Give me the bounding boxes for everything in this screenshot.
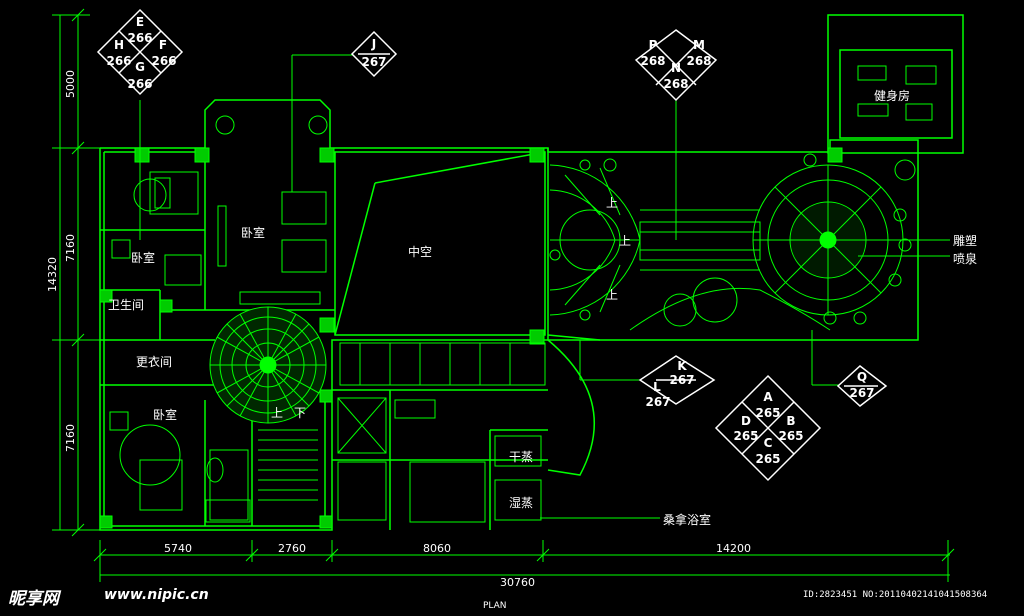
tag-abcd-b: B (786, 414, 796, 428)
label-stair-up-4: 上 (271, 406, 284, 420)
label-bedroom-center: 卧室 (241, 226, 266, 240)
label-gym: 健身房 (874, 89, 911, 103)
tag-kl-l-num: 267 (645, 395, 671, 409)
dim-seg2: 2760 (278, 542, 306, 555)
dim-seg3: 8060 (423, 542, 451, 555)
tag-q-letter: Q (856, 370, 868, 384)
label-stair-up-2: 上 (619, 234, 632, 248)
tag-mnp-m-num: 268 (686, 54, 712, 68)
tag-mnp-m: M (693, 38, 705, 52)
dim-top-left-vertical: 5000 (64, 70, 77, 98)
dim-bottom-vertical: 7160 (64, 424, 77, 452)
tag-abcd-a: A (763, 390, 773, 404)
tag-abcd-b-num: 265 (778, 429, 804, 443)
label-stair-down: 下 (294, 406, 307, 420)
rosette-atrium (209, 306, 327, 424)
label-sculpture: 雕塑 (953, 234, 978, 248)
dim-seg1: 5740 (164, 542, 192, 555)
tag-abcd-d-num: 265 (733, 429, 759, 443)
label-dry-steam: 干蒸 (509, 450, 534, 464)
label-bedroom-bottom: 卧室 (153, 408, 178, 422)
tag-abcd-d: D (741, 414, 751, 428)
watermark-id-line: ID:2823451 NO:20110402141041508364 (803, 590, 988, 600)
tag-kl-k: K (677, 359, 687, 373)
dim-mid-vertical: 7160 (64, 234, 77, 262)
building-walls (99, 14, 964, 531)
tag-mnp-n: N (670, 61, 682, 75)
furniture (109, 65, 937, 523)
label-bathroom: 卫生间 (108, 298, 145, 312)
label-stair-up-1: 上 (606, 196, 619, 210)
dim-total: 30760 (500, 576, 535, 589)
tag-leaders (139, 54, 950, 519)
elevation-symbols (96, 8, 888, 482)
tag-kl-l: L (653, 380, 661, 394)
tag-abcd-c: C (763, 436, 773, 450)
tag-efgh-g: G (135, 60, 145, 74)
label-void: 中空 (408, 245, 433, 259)
label-fountain: 喷泉 (953, 252, 978, 266)
tag-efgh-e-num: 266 (127, 31, 153, 45)
plan-caption: PLAN (483, 601, 507, 611)
tag-mnp-n-num: 268 (663, 77, 689, 91)
dim-total-vertical: 14320 (46, 257, 59, 292)
label-sauna-bath: 桑拿浴室 (663, 513, 712, 527)
tag-q-num: 267 (849, 386, 875, 400)
tag-mnp-p-num: 268 (640, 54, 666, 68)
tag-abcd-a-num: 265 (755, 406, 781, 420)
tag-efgh-e: E (135, 15, 145, 29)
tag-abcd-c-num: 265 (755, 452, 781, 466)
garden (549, 153, 916, 331)
tag-j-letter: J (371, 37, 377, 51)
tag-j-num: 267 (361, 55, 387, 69)
label-cloakroom: 更衣间 (136, 355, 173, 369)
dimension-lines (52, 8, 955, 582)
tag-efgh-h: H (113, 38, 125, 52)
tag-kl-k-num: 267 (669, 373, 695, 387)
tag-efgh-f: F (158, 38, 168, 52)
label-stair-up-3: 上 (606, 288, 619, 302)
dim-seg4: 14200 (716, 542, 751, 555)
label-wet-steam: 湿蒸 (509, 496, 534, 510)
watermark-url: www.nipic.cn (104, 587, 209, 603)
tag-efgh-h-num: 266 (106, 54, 132, 68)
tag-mnp-p: P (648, 38, 658, 52)
label-bedroom-left-top: 卧室 (131, 251, 156, 265)
watermark-logo: 昵享网 (8, 589, 59, 609)
tag-efgh-f-num: 266 (151, 54, 177, 68)
tag-efgh-g-num: 266 (127, 77, 153, 91)
columns (99, 147, 843, 529)
